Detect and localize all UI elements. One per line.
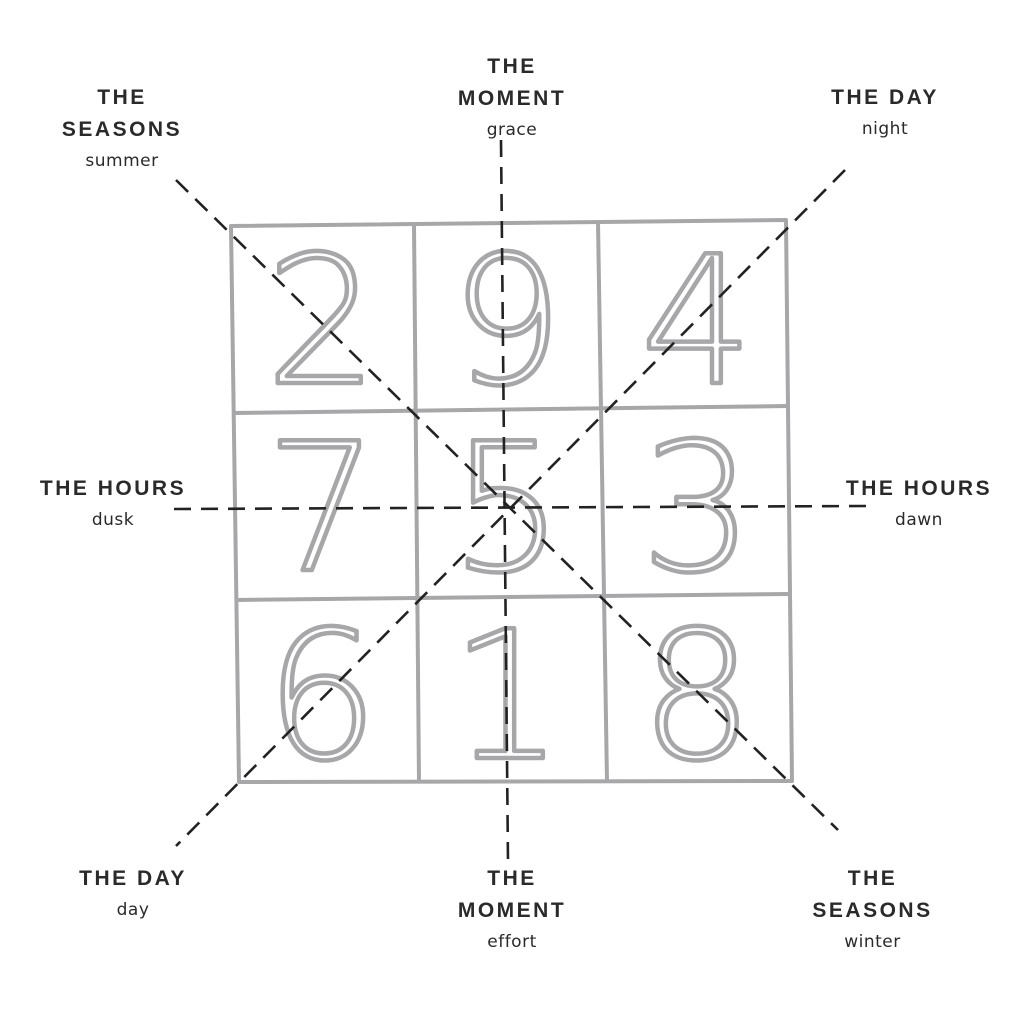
label-middle-left-sub: dusk xyxy=(91,510,135,530)
grid-vertical-line xyxy=(596,221,609,783)
grid-vertical-line xyxy=(412,223,421,783)
label-middle-left-line1: THE HOURS xyxy=(39,477,187,500)
label-bottom-right-line1: THE xyxy=(847,867,898,890)
grid-lines xyxy=(229,218,794,784)
label-bottom-right-sub: winter xyxy=(844,932,901,952)
label-top-center-line2: MOMENT xyxy=(457,87,567,110)
label-bottom-center-line2: MOMENT xyxy=(457,899,567,922)
label-middle-left: THE HOURS dusk xyxy=(28,473,198,535)
grid-digit-9: 9 xyxy=(450,218,563,425)
label-top-center-sub: grace xyxy=(486,120,538,140)
label-bottom-center-sub: effort xyxy=(487,932,537,952)
grid-digit-3: 3 xyxy=(640,405,753,612)
label-bottom-center: THE MOMENT effort xyxy=(430,863,594,957)
label-top-center: THE MOMENT grace xyxy=(430,51,594,145)
label-top-right-line1: THE DAY xyxy=(831,86,939,109)
axis-diagonal-seasons xyxy=(175,179,839,831)
label-top-left: THE SEASONS summer xyxy=(52,82,192,176)
label-top-left-sub: summer xyxy=(85,151,159,171)
label-top-left-line2: SEASONS xyxy=(61,118,183,141)
label-middle-right-line1: THE HOURS xyxy=(845,477,993,500)
grid-digit-2: 2 xyxy=(265,218,378,425)
label-middle-right: THE HOURS dawn xyxy=(834,473,1004,535)
label-bottom-left-sub: day xyxy=(116,900,150,920)
label-bottom-center-line1: THE xyxy=(487,867,537,890)
grid-horizontal-line xyxy=(235,592,791,602)
label-bottom-left-line1: THE DAY xyxy=(79,867,187,890)
label-bottom-right-line2: SEASONS xyxy=(812,899,933,922)
label-bottom-left: THE DAY day xyxy=(58,863,208,925)
label-top-right: THE DAY night xyxy=(805,82,965,144)
grid-digit-6: 6 xyxy=(265,593,378,800)
dashed-axes xyxy=(173,139,869,863)
grid-outline xyxy=(229,218,794,784)
axis-horizontal xyxy=(173,504,869,511)
label-top-right-sub: night xyxy=(861,119,909,139)
label-middle-right-sub: dawn xyxy=(895,510,943,530)
grid-horizontal-line xyxy=(232,404,789,415)
grid-digit-8: 8 xyxy=(640,593,753,800)
grid-digit-4: 4 xyxy=(640,218,753,425)
axis-diagonal-day xyxy=(175,169,846,847)
label-top-left-line1: THE xyxy=(97,86,147,109)
label-bottom-right: THE SEASONS winter xyxy=(795,863,950,957)
label-top-center-line1: THE xyxy=(487,55,537,78)
